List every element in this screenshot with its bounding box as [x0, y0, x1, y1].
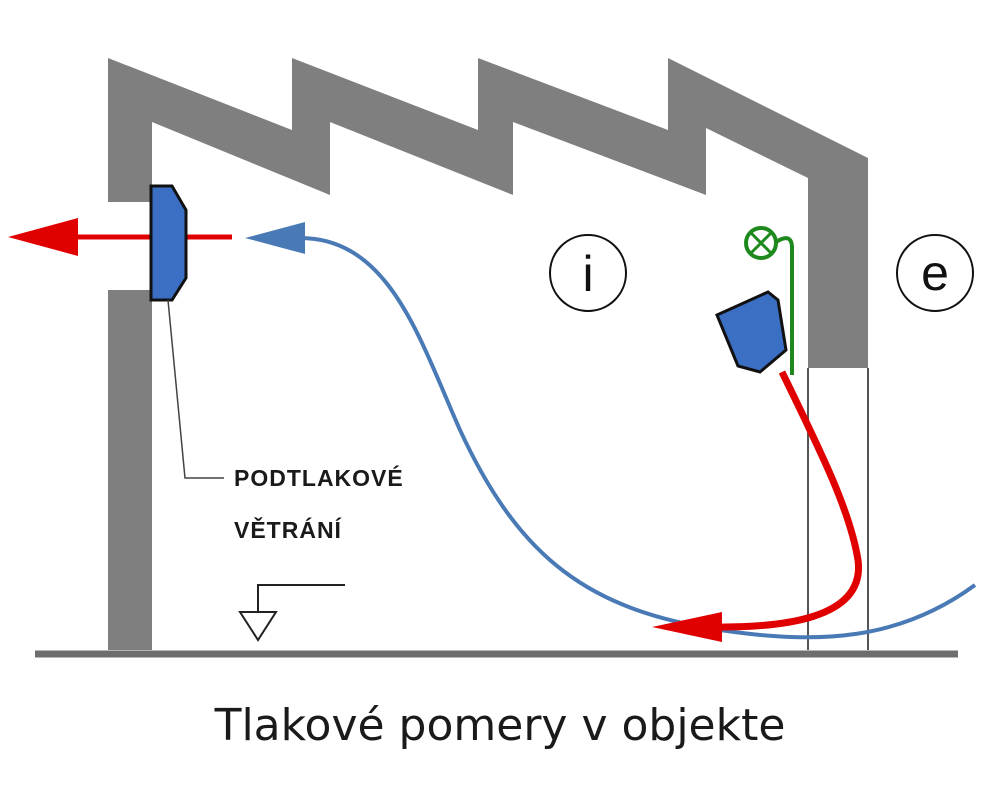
floor-level-line [257, 584, 345, 612]
left-wall-opening [108, 202, 152, 290]
supply-fan-unit [715, 290, 788, 374]
label-line-1: PODTLAKOVÉ [234, 464, 404, 491]
device-connector [774, 236, 794, 249]
floor-level-triangle [238, 611, 278, 642]
zone-outside-label: e [921, 245, 949, 301]
zone-inside-label: i [582, 246, 593, 302]
building-wall [108, 58, 868, 650]
diagram-caption: Tlakové pomery v objekte [214, 700, 786, 751]
label-leader-line [167, 299, 224, 479]
inside-air-arrowhead [245, 222, 305, 254]
zone-outside-circle [896, 234, 974, 312]
inside-air-flow [299, 236, 977, 640]
zone-inside-circle [549, 234, 627, 312]
supply-air-flow [709, 370, 862, 631]
label-line-2: VĚTRÁNÍ [234, 516, 342, 543]
device-cross-b [749, 231, 773, 255]
supply-air-arrowhead [652, 612, 722, 642]
exhaust-fan [149, 184, 188, 302]
exhaust-arrowhead [8, 218, 78, 256]
